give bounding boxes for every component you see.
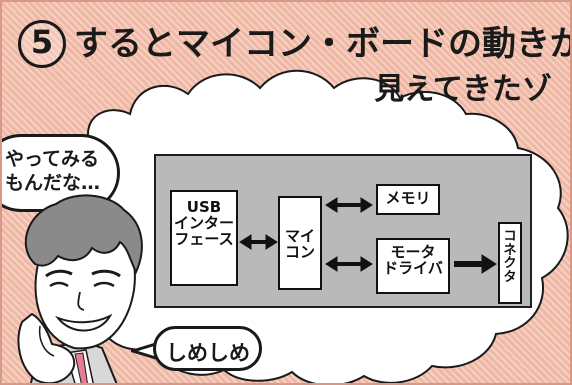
usb-interface-block: USB インター フェース (170, 190, 238, 286)
connector-label: コネクタ (503, 229, 517, 285)
character-illustration (17, 194, 143, 383)
memory-block: メモリ (376, 184, 440, 215)
title-area: 5 するとマイコン・ボードの動きが 見えてきたゾ (8, 8, 570, 107)
block-diagram: USB インター フェース マイコン メモリ モータ ドライバ コネクタ (154, 154, 532, 308)
title-line-2: 見えてきたゾ (374, 72, 552, 107)
diagram-arrows (239, 197, 497, 274)
step-number-badge: 5 (18, 20, 66, 68)
motor-connector-arrow (454, 254, 497, 274)
title-line-1: するとマイコン・ボードの動きが (74, 24, 572, 64)
mcu-memory-double-arrow (325, 197, 373, 213)
microcontroller-label: マイコン (284, 227, 315, 261)
microcontroller-block: マイコン (278, 196, 322, 290)
usb-mcu-double-arrow (239, 234, 278, 250)
usb-interface-label: USB インター フェース (173, 198, 234, 248)
connector-block: コネクタ (498, 222, 522, 304)
motor-driver-block: モータ ドライバ (376, 238, 450, 294)
speech-shime-text: しめしめ (166, 341, 250, 365)
speech-bubble-shime: しめしめ (153, 326, 262, 371)
speech-shime-tail (131, 341, 160, 361)
mcu-motor-double-arrow (325, 256, 373, 272)
speech-bubble-yatte: やってみる もんだな… (2, 134, 120, 212)
memory-label: メモリ (385, 189, 431, 207)
motor-driver-label: モータ ドライバ (383, 243, 443, 277)
speech-yatte-text: やってみる もんだな… (5, 148, 101, 194)
